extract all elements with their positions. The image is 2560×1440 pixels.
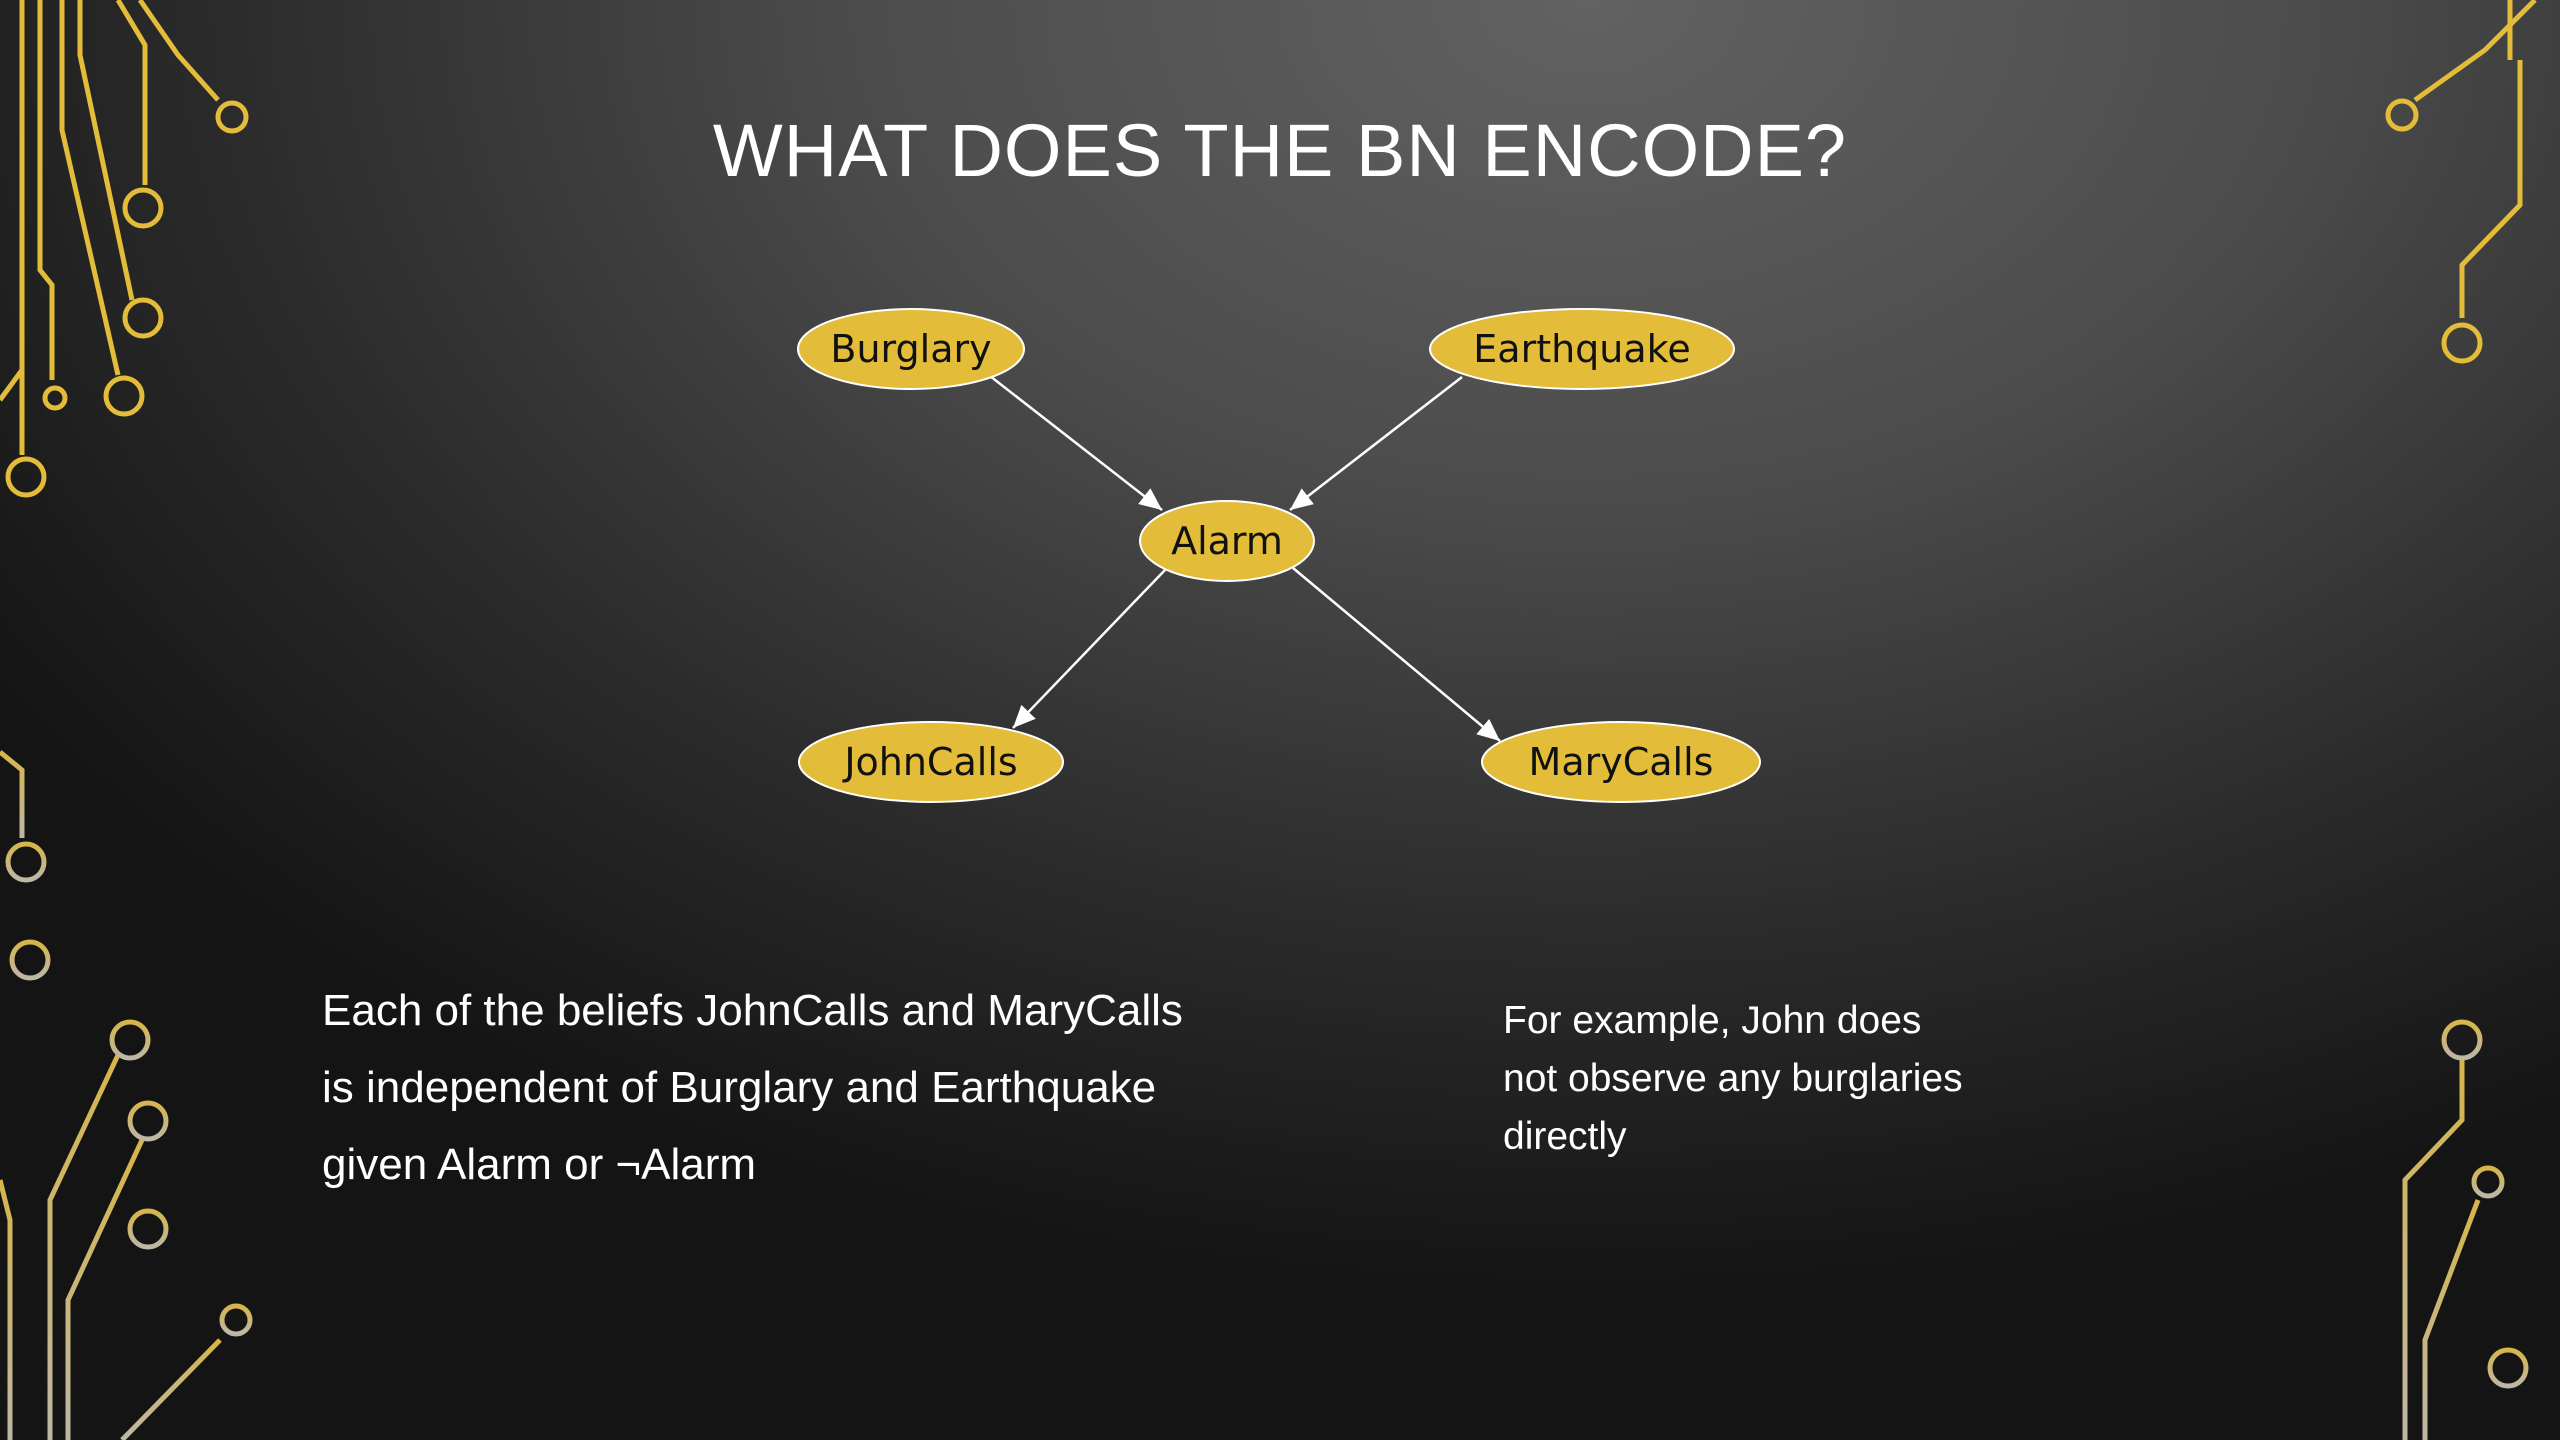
node-alarm-label: Alarm bbox=[1171, 519, 1283, 563]
example-note: For example, John does not observe any b… bbox=[1503, 992, 2123, 1166]
edge-earthquake-alarm bbox=[1289, 376, 1463, 511]
circuit-bottom-left bbox=[0, 750, 253, 1440]
slide-title: WHAT DOES THE BN ENCODE? bbox=[712, 109, 1848, 192]
node-marycalls: MaryCalls bbox=[1481, 721, 1761, 803]
node-marycalls-label: MaryCalls bbox=[1529, 740, 1714, 784]
node-earthquake: Earthquake bbox=[1429, 308, 1735, 390]
circuit-top-right bbox=[2385, 0, 2537, 364]
node-burglary: Burglary bbox=[797, 308, 1025, 390]
node-johncalls-label: JohnCalls bbox=[842, 740, 1017, 784]
edge-alarm-johncalls bbox=[1012, 569, 1166, 729]
example-line-2: not observe any burglaries bbox=[1503, 1057, 1963, 1100]
circuit-top-left bbox=[0, 0, 249, 498]
explanation-line-3: given Alarm or ¬Alarm bbox=[322, 1140, 757, 1189]
edge-burglary-alarm bbox=[989, 375, 1163, 511]
node-burglary-label: Burglary bbox=[830, 327, 991, 371]
circuit-bottom-right bbox=[2402, 1019, 2529, 1440]
example-line-1: For example, John does bbox=[1503, 999, 1922, 1042]
independence-explanation: Each of the beliefs JohnCalls and MaryCa… bbox=[322, 972, 1362, 1203]
node-earthquake-label: Earthquake bbox=[1473, 327, 1690, 371]
edge-alarm-marycalls bbox=[1292, 567, 1501, 742]
explanation-line-1: Each of the beliefs JohnCalls and MaryCa… bbox=[322, 986, 1183, 1035]
node-johncalls: JohnCalls bbox=[798, 721, 1064, 803]
example-line-3: directly bbox=[1503, 1115, 1627, 1158]
node-alarm: Alarm bbox=[1139, 500, 1315, 582]
explanation-line-2: is independent of Burglary and Earthquak… bbox=[322, 1063, 1157, 1112]
